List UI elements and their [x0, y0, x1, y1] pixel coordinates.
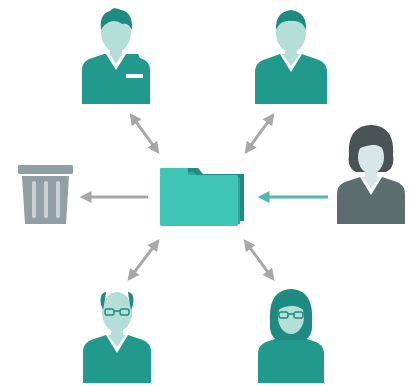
shared-folder-icon	[160, 168, 244, 226]
man-with-collar-icon	[255, 10, 327, 104]
arrow-bottom-left	[127, 239, 160, 281]
arrow-top-left	[129, 113, 160, 154]
arrows	[79, 113, 328, 281]
arrow-bottom-right	[243, 239, 275, 281]
arrow-top-right	[244, 113, 275, 154]
trash-can-icon	[18, 165, 73, 224]
older-man-glasses-icon	[83, 292, 151, 383]
woman-gray-icon	[337, 125, 405, 224]
woman-glasses-icon	[258, 289, 324, 383]
man-with-badge-icon	[82, 8, 150, 104]
